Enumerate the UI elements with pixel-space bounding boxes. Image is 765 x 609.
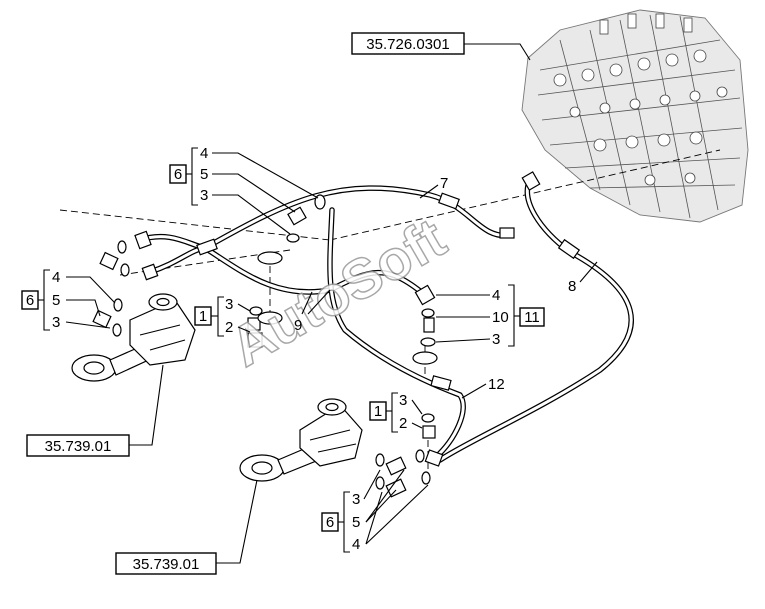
svg-text:12: 12 [488,376,505,393]
svg-text:2: 2 [225,319,233,336]
svg-text:3: 3 [352,491,360,508]
callout-group-1-lower: 1 3 2 [369,392,423,433]
callout-hose-8: 8 [568,261,598,295]
callout-group-6-bottom: 6 3 5 4 [321,469,429,553]
ref-box-cylinder-upper: 35.739.01 [26,364,164,457]
callout-group-6-top: 6 4 5 3 [169,145,319,235]
svg-text:4: 4 [492,287,500,304]
svg-text:35.726.0301: 35.726.0301 [366,36,449,53]
svg-text:5: 5 [200,166,208,183]
svg-text:3: 3 [200,187,208,204]
svg-text:6: 6 [326,514,334,531]
fittings [92,171,581,498]
ref-box-cylinder-lower: 35.739.01 [115,479,258,575]
ref-box-valve: 35.726.0301 [351,32,531,61]
svg-text:3: 3 [52,314,60,331]
svg-text:5: 5 [352,514,360,531]
svg-text:4: 4 [352,536,360,553]
svg-text:6: 6 [174,166,182,183]
svg-text:10: 10 [492,309,509,326]
control-valve-illustration [521,9,749,223]
svg-text:8: 8 [568,278,576,295]
svg-text:1: 1 [374,403,382,420]
svg-text:4: 4 [200,145,208,162]
hydraulic-cylinder-upper [71,293,196,382]
callout-group-1-upper: 1 3 2 [194,296,251,337]
svg-text:3: 3 [399,392,407,409]
svg-text:4: 4 [52,269,60,286]
svg-text:5: 5 [52,292,60,309]
callout-hose-7: 7 [419,175,448,199]
svg-text:35.739.01: 35.739.01 [133,556,200,573]
svg-text:6: 6 [26,292,34,309]
svg-text:35.739.01: 35.739.01 [45,438,112,455]
svg-text:1: 1 [199,308,207,325]
svg-text:7: 7 [440,175,448,192]
callout-hose-9: 9 [294,289,331,334]
svg-text:3: 3 [225,296,233,313]
svg-text:3: 3 [492,331,500,348]
svg-text:9: 9 [294,317,302,334]
callout-group-6-left: 6 4 5 3 [21,269,116,331]
callout-group-11: 4 10 3 11 [435,284,545,348]
callout-hose-12: 12 [461,376,505,399]
hydraulic-cylinder-lower [239,398,363,482]
svg-text:2: 2 [399,415,407,432]
svg-text:11: 11 [524,309,540,326]
